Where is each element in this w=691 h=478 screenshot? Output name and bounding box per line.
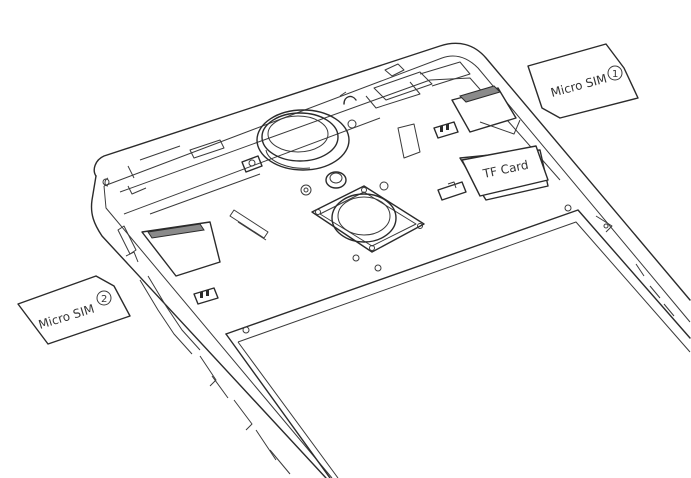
camera-module <box>256 109 350 171</box>
top-details <box>102 61 471 187</box>
side-buttons <box>117 225 291 475</box>
sim-slot-icon-top <box>433 121 459 139</box>
tf-slot-icon <box>437 181 467 201</box>
right-edge-details <box>635 263 675 317</box>
micro-sim-2-card: Micro SIM 2 <box>17 275 131 345</box>
sim-slot-icon-bottom <box>193 287 219 305</box>
tf-card: TF Card <box>461 145 549 197</box>
camera-icon <box>241 155 263 173</box>
speaker-module <box>311 185 425 272</box>
micro-sim-1-card: Micro SIM 1 <box>527 43 639 119</box>
micro-sim-1-number: 1 <box>612 69 618 80</box>
battery-compartment <box>225 204 691 478</box>
micro-sim-2-number: 2 <box>101 294 107 305</box>
center-marks <box>229 123 421 241</box>
sim2-slot <box>141 221 221 277</box>
flash-component <box>300 171 389 196</box>
sim1-slot <box>451 85 521 135</box>
